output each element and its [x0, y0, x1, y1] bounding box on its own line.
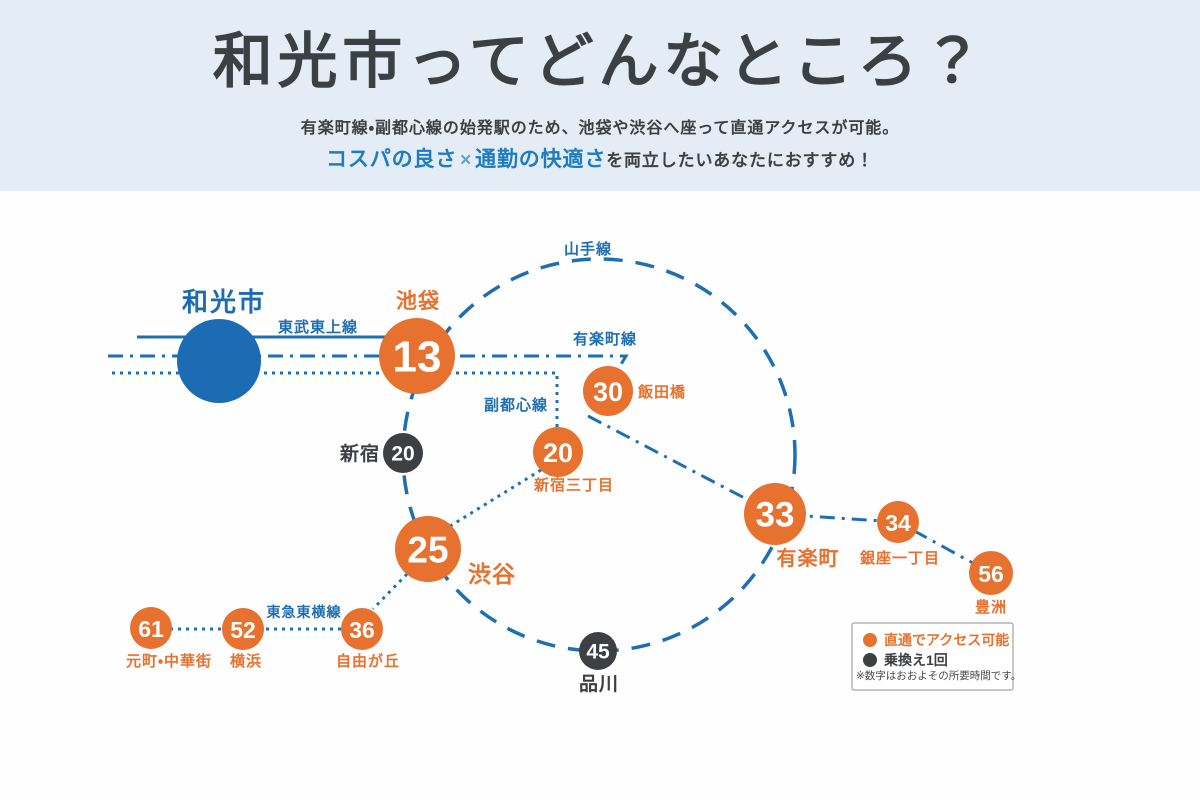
yamanote-line-label: 山手線 — [564, 240, 612, 258]
station-label: 元町・中華街 — [126, 652, 212, 670]
station-shinjuku: 20 新宿 — [339, 433, 423, 473]
station-time: 36 — [349, 617, 375, 643]
subtitle-highlight-commute: 通勤の快適さ — [475, 148, 607, 171]
legend: 直通でアクセス可能 乗換え1回 ※数字はおおよその所要時間です。 — [851, 622, 1021, 691]
station-circle — [969, 551, 1013, 595]
station-label: 池袋 — [396, 289, 440, 313]
station-ikebukuro: 13 池袋 — [379, 289, 455, 394]
station-jiyugaoka: 36 自由が丘 — [336, 608, 400, 670]
station-circle — [222, 608, 264, 650]
station-shinagawa: 45 品川 — [579, 632, 619, 695]
subtitle-rest: を両立したいあなたにおすすめ！ — [606, 151, 874, 170]
tokyu-toyoko-line-label: 東急東横線 — [267, 604, 342, 620]
station-shibuya: 25 渋谷 — [395, 516, 516, 587]
legend-box — [851, 622, 1014, 691]
station-label: 自由が丘 — [336, 652, 400, 670]
origin-label: 和光市 — [182, 287, 266, 317]
station-label: 有楽町 — [777, 546, 840, 570]
legend-transfer-label: 乗換え1回 — [883, 652, 948, 668]
station-ginza-itchome: 34 銀座一丁目 — [859, 501, 940, 567]
station-time: 56 — [978, 561, 1004, 587]
station-time: 45 — [586, 641, 610, 664]
station-time: 33 — [756, 496, 795, 535]
station-circle — [341, 608, 383, 650]
station-time: 52 — [230, 617, 256, 643]
legend-direct-dot-icon — [863, 633, 877, 647]
station-time: 61 — [138, 616, 164, 642]
subtitle-cross-mark: × — [460, 150, 473, 171]
station-circle — [579, 632, 617, 670]
station-yokohama: 52 横浜 — [222, 608, 264, 670]
subtitle-line1: 有楽町線・副都心線の始発駅のため、池袋や渋谷へ座って直通アクセスが可能。 — [300, 120, 900, 137]
tobu-tojo-line-label: 東武東上線 — [278, 318, 358, 336]
legend-note: ※数字はおおよその所要時間です。 — [856, 669, 1021, 682]
station-time: 25 — [407, 530, 448, 571]
origin-circle — [177, 319, 261, 403]
station-time: 13 — [393, 333, 442, 382]
station-circle — [130, 607, 172, 649]
legend-transfer-dot-icon — [863, 653, 877, 667]
station-motomachi-chukagai: 61 元町・中華街 — [126, 607, 212, 670]
subtitle-highlight-cospa: コスパの良さ — [326, 148, 458, 171]
header: 和光市ってどんなところ？ 有楽町線・副都心線の始発駅のため、池袋や渋谷へ座って直… — [0, 0, 1200, 191]
station-label: 豊洲 — [975, 598, 1007, 616]
yamanote-loop-line — [401, 257, 797, 653]
station-circle — [583, 366, 633, 416]
station-label: 渋谷 — [468, 561, 516, 587]
station-time: 30 — [593, 377, 623, 407]
station-circle — [744, 483, 806, 545]
yurakucho-line — [108, 354, 992, 575]
station-label: 銀座一丁目 — [859, 549, 940, 567]
subtitle-line2: コスパの良さ×通勤の快適さを両立したいあなたにおすすめ！ — [0, 143, 1200, 173]
page-title: 和光市ってどんなところ？ — [212, 28, 988, 95]
station-shinjuku-sanchome: 20 新宿三丁目 — [533, 427, 614, 494]
yurakucho-line-label: 有楽町線 — [573, 330, 637, 348]
station-circle — [395, 516, 461, 582]
station-label: 品川 — [579, 673, 619, 695]
station-label: 横浜 — [230, 652, 262, 670]
station-label: 新宿三丁目 — [533, 477, 614, 494]
legend-direct-label: 直通でアクセス可能 — [884, 632, 1009, 648]
fukutoshin-line-label: 副都心線 — [484, 396, 548, 414]
station-circle — [877, 501, 919, 543]
station-circle — [379, 318, 455, 394]
station-toyosu: 56 豊洲 — [969, 551, 1013, 616]
station-time: 34 — [885, 510, 911, 536]
station-label: 新宿 — [339, 442, 380, 465]
station-circle — [533, 427, 583, 477]
station-iidabashi: 30 飯田橋 — [583, 366, 686, 416]
station-time: 20 — [543, 438, 573, 468]
station-yurakucho: 33 有楽町 — [744, 483, 840, 570]
station-circle — [383, 433, 423, 473]
station-label: 飯田橋 — [637, 383, 686, 401]
origin-wakoshi: 和光市 — [177, 287, 266, 403]
station-time: 20 — [391, 443, 414, 466]
